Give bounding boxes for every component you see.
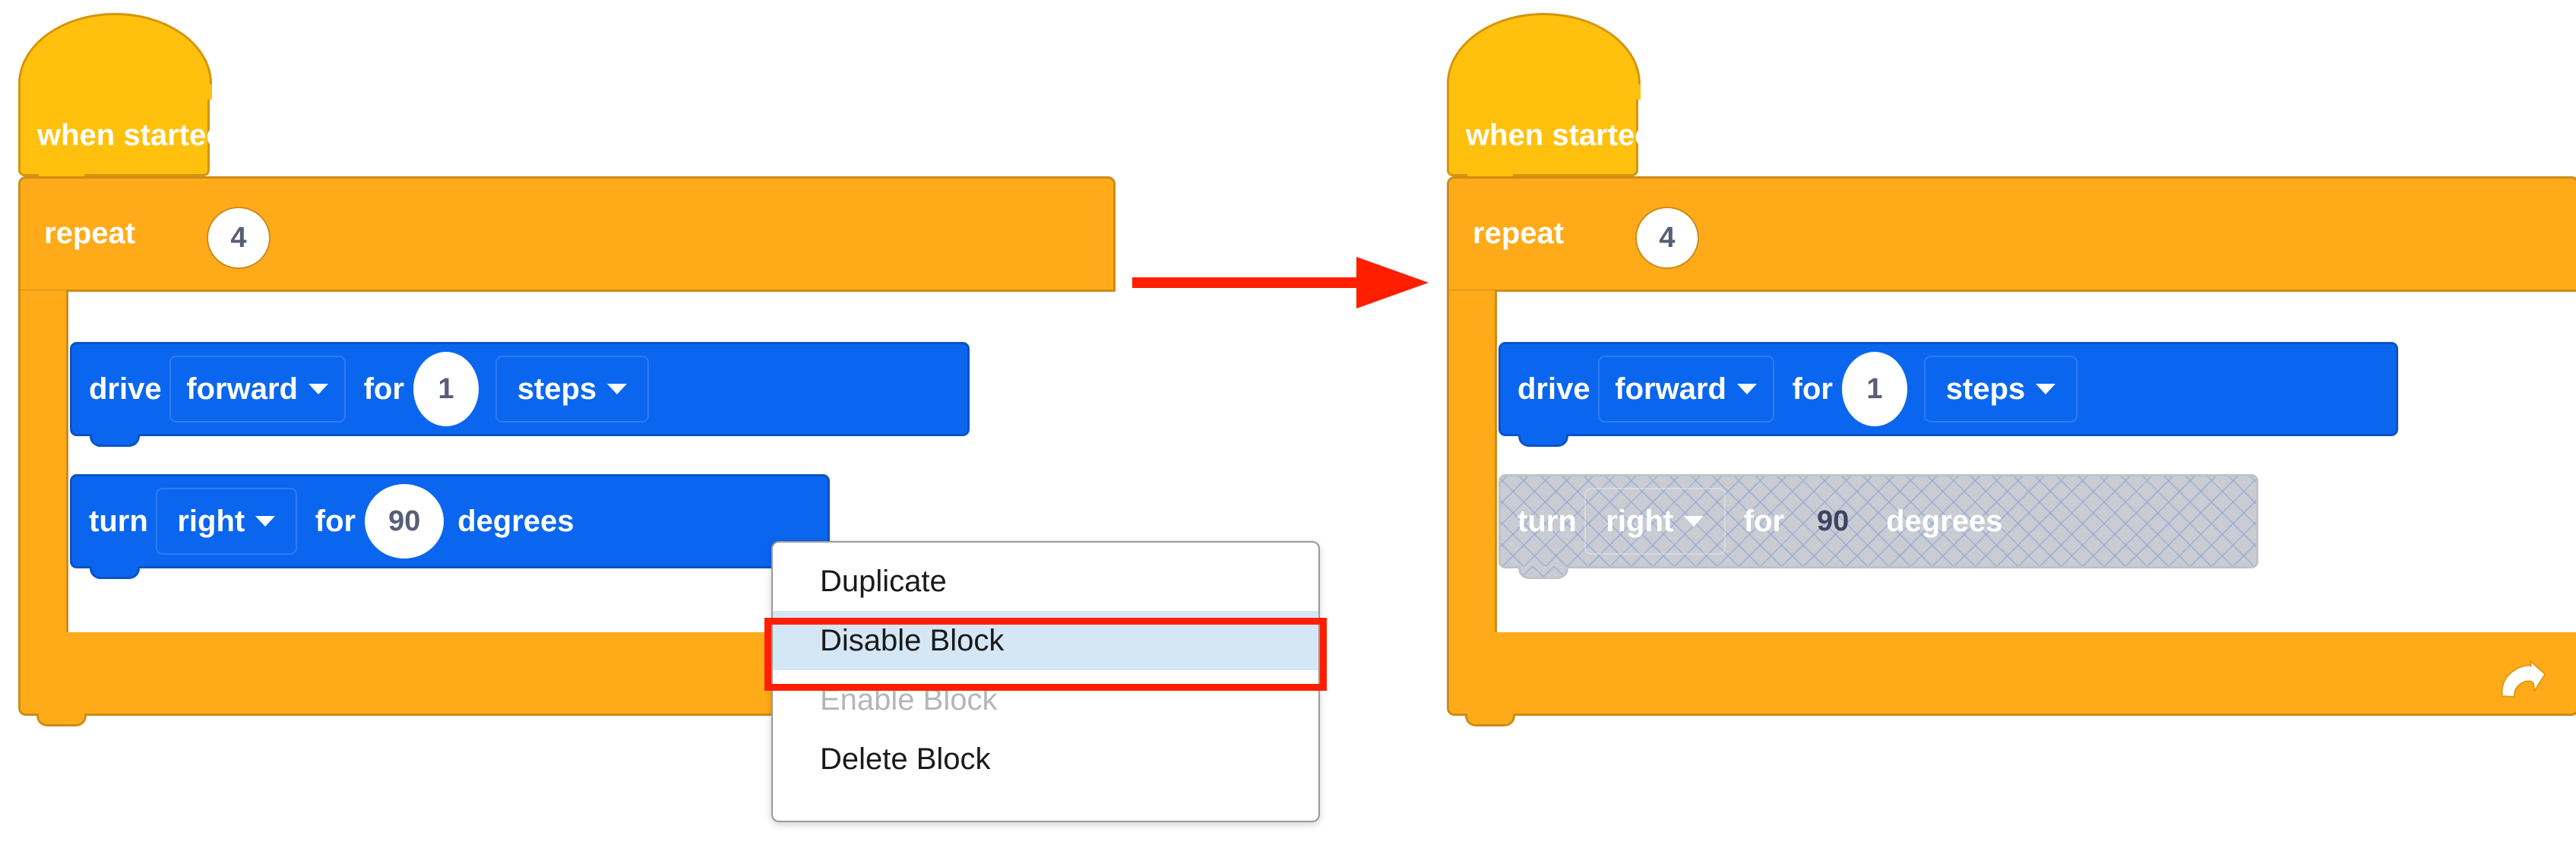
hat-block-dome xyxy=(1447,13,1641,89)
drive-direction-dropdown[interactable]: forward xyxy=(169,356,346,422)
context-menu-item-label: Disable Block xyxy=(820,623,1005,657)
turn-block[interactable]: turn right for 90 degrees xyxy=(70,474,830,568)
hat-dome-seam xyxy=(1449,84,1641,100)
hat-dome-seam xyxy=(21,84,212,100)
drive-direction-value: forward xyxy=(1615,372,1726,406)
drive-unit-dropdown[interactable]: steps xyxy=(1923,356,2078,422)
context-menu-item-delete-block[interactable]: Delete Block xyxy=(773,729,1318,789)
when-started-hat-block[interactable]: when started xyxy=(18,13,225,176)
turn-for-keyword: for xyxy=(315,504,356,538)
chevron-down-icon xyxy=(255,516,276,527)
repeat-block-header[interactable] xyxy=(18,176,1116,292)
context-menu-item-enable-block: Enable Block xyxy=(773,670,1318,729)
turn-direction-dropdown[interactable]: right xyxy=(155,488,297,555)
context-menu-item-label: Delete Block xyxy=(820,742,991,776)
repeat-block-footer-nub xyxy=(36,714,87,726)
chevron-down-icon xyxy=(1684,516,1704,527)
chevron-down-icon xyxy=(607,384,628,394)
turn-direction-dropdown[interactable]: right xyxy=(1584,488,1726,555)
block-context-menu[interactable]: Duplicate Disable Block Enable Block Del… xyxy=(771,541,1320,822)
repeat-count-field[interactable]: 4 xyxy=(207,207,271,269)
when-started-hat-block[interactable]: when started xyxy=(1447,13,1654,176)
drive-for-keyword: for xyxy=(363,372,404,406)
drive-block[interactable]: drive forward for 1 steps xyxy=(70,342,970,436)
chevron-down-icon xyxy=(2036,384,2056,394)
drive-distance-field[interactable]: 1 xyxy=(413,352,479,426)
repeat-block-footer-nub xyxy=(1465,714,1515,726)
repeat-block-header[interactable] xyxy=(1447,176,2576,292)
chevron-down-icon xyxy=(308,384,328,394)
chevron-down-icon xyxy=(1736,384,1757,394)
drive-unit-value: steps xyxy=(517,372,597,406)
repeat-block-spine xyxy=(18,290,68,634)
transition-arrow xyxy=(1132,251,1436,334)
repeat-count-field[interactable]: 4 xyxy=(1635,207,1699,269)
turn-for-keyword: for xyxy=(1743,504,1785,538)
drive-unit-dropdown[interactable]: steps xyxy=(495,356,649,422)
context-menu-item-label: Duplicate xyxy=(820,564,947,598)
turn-degrees-field[interactable]: 90 xyxy=(365,484,445,559)
repeat-block-footer[interactable] xyxy=(1447,632,2576,716)
drive-keyword: drive xyxy=(89,372,162,406)
turn-degrees-keyword: degrees xyxy=(1886,504,2003,538)
drive-distance-field[interactable]: 1 xyxy=(1841,352,1907,426)
repeat-label: repeat xyxy=(44,217,136,250)
drive-for-keyword: for xyxy=(1792,372,1833,406)
turn-keyword: turn xyxy=(89,504,148,538)
drive-unit-value: steps xyxy=(1945,372,2026,406)
drive-direction-value: forward xyxy=(186,372,298,406)
turn-block-nub xyxy=(90,566,140,579)
context-menu-item-disable-block[interactable]: Disable Block xyxy=(773,611,1318,670)
repeat-label: repeat xyxy=(1473,217,1565,250)
turn-direction-value: right xyxy=(1606,504,1674,538)
turn-degrees-keyword: degrees xyxy=(457,504,574,538)
right-arrow-icon xyxy=(1132,257,1429,309)
turn-block-disabled[interactable]: turn right for 90 degrees xyxy=(1498,474,2258,568)
turn-degrees-field[interactable]: 90 xyxy=(1816,505,1850,537)
context-menu-item-label: Enable Block xyxy=(820,682,998,717)
turn-keyword: turn xyxy=(1517,504,1577,538)
drive-block[interactable]: drive forward for 1 steps xyxy=(1498,342,2398,436)
turn-block-disabled-nub xyxy=(1518,566,1568,579)
turn-direction-value: right xyxy=(177,504,245,538)
loop-arrow-icon xyxy=(2489,646,2549,707)
repeat-block-spine xyxy=(1447,290,1497,634)
drive-block-nub xyxy=(90,434,140,447)
when-started-label: when started xyxy=(1466,119,1654,152)
hat-block-dome xyxy=(18,13,212,89)
drive-direction-dropdown[interactable]: forward xyxy=(1597,356,1774,422)
when-started-label: when started xyxy=(37,119,225,152)
drive-block-nub xyxy=(1518,434,1568,447)
context-menu-item-duplicate[interactable]: Duplicate xyxy=(773,552,1318,611)
drive-keyword: drive xyxy=(1517,372,1590,406)
